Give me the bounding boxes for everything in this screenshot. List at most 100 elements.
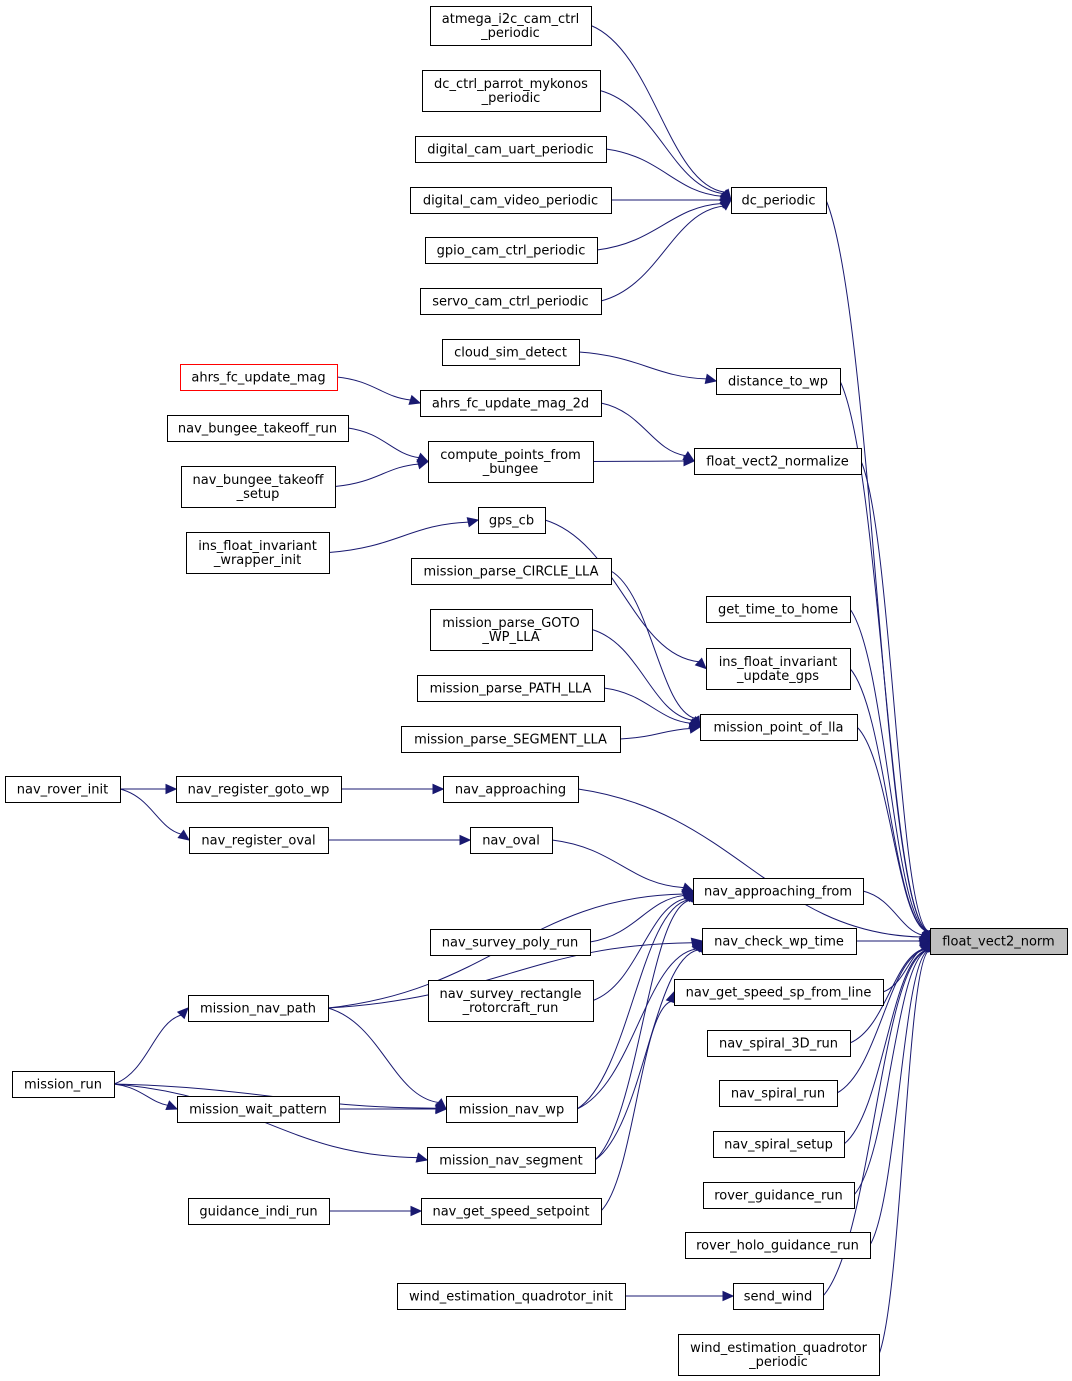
node-box bbox=[188, 995, 329, 1022]
edge-line bbox=[589, 894, 685, 943]
node-send-wind[interactable]: send_wind bbox=[733, 1283, 824, 1310]
arrowhead-icon bbox=[410, 1205, 423, 1217]
arrowhead-icon bbox=[415, 1152, 429, 1163]
node-get-time-to-home[interactable]: get_time_to_home bbox=[706, 596, 851, 623]
node-label: mission_nav_segment bbox=[439, 1154, 583, 1169]
node-label: _update_gps bbox=[736, 669, 819, 684]
edges-layer bbox=[113, 25, 934, 1355]
arrowhead-icon bbox=[408, 394, 422, 405]
node-nav-survey-poly-run[interactable]: nav_survey_poly_run bbox=[430, 929, 591, 956]
node-mission-nav-segment[interactable]: mission_nav_segment bbox=[427, 1147, 596, 1174]
node-label: float_vect2_normalize bbox=[706, 455, 848, 470]
edge-nav-bungee-run-to-compute-points bbox=[347, 427, 430, 463]
node-digital-video[interactable]: digital_cam_video_periodic bbox=[410, 187, 612, 214]
edge-line bbox=[578, 351, 707, 380]
edge-line bbox=[347, 427, 419, 459]
node-box bbox=[430, 6, 592, 46]
node-box bbox=[703, 1182, 855, 1209]
node-box bbox=[186, 532, 330, 574]
node-mission-wait-pattern[interactable]: mission_wait_pattern bbox=[177, 1096, 340, 1123]
edge-nav-approaching-to-float-vect2-norm bbox=[577, 788, 932, 942]
node-mp-path[interactable]: mission_parse_PATH_LLA bbox=[417, 675, 605, 702]
node-nav-approaching[interactable]: nav_approaching bbox=[443, 776, 579, 803]
node-wind-periodic[interactable]: wind_estimation_quadrotor_periodic bbox=[678, 1334, 880, 1376]
node-ins-wrapper[interactable]: ins_float_invariant_wrapper_init bbox=[186, 532, 330, 574]
node-nav-survey-rect[interactable]: nav_survey_rectangle_rotorcraft_run bbox=[428, 980, 594, 1022]
node-nav-bungee-setup[interactable]: nav_bungee_takeoff_setup bbox=[181, 466, 336, 508]
node-gpio-cam[interactable]: gpio_cam_ctrl_periodic bbox=[425, 237, 598, 264]
node-label: ahrs_fc_update_mag_2d bbox=[432, 397, 589, 412]
node-box bbox=[12, 1071, 115, 1098]
node-nav-spiral-run[interactable]: nav_spiral_run bbox=[719, 1080, 838, 1107]
node-nav-register-goto-wp[interactable]: nav_register_goto_wp bbox=[176, 776, 342, 803]
edge-line bbox=[822, 950, 928, 1297]
node-label: nav_register_goto_wp bbox=[188, 783, 330, 798]
node-mission-point-of-lla[interactable]: mission_point_of_lla bbox=[700, 714, 858, 741]
node-box bbox=[731, 187, 827, 214]
node-label: _WP_LLA bbox=[481, 630, 539, 645]
node-nav-bungee-run[interactable]: nav_bungee_takeoff_run bbox=[167, 415, 349, 442]
node-compute-points[interactable]: compute_points_from_bungee bbox=[428, 441, 594, 483]
node-atmega[interactable]: atmega_i2c_cam_ctrl_periodic bbox=[430, 6, 592, 46]
node-label: ins_float_invariant bbox=[198, 539, 317, 554]
node-mission-nav-wp[interactable]: mission_nav_wp bbox=[446, 1096, 578, 1123]
node-box bbox=[167, 415, 349, 442]
edge-compute-points-to-float-vect2-normalize bbox=[592, 455, 696, 467]
node-dc-ctrl[interactable]: dc_ctrl_parrot_mykonos_periodic bbox=[422, 70, 601, 112]
node-ins-update-gps[interactable]: ins_float_invariant_update_gps bbox=[706, 648, 851, 690]
node-ahrs-fc-update-mag-2d[interactable]: ahrs_fc_update_mag_2d bbox=[420, 390, 602, 417]
edge-mission-run-to-mission-nav-segment bbox=[113, 1083, 429, 1163]
node-distance-to-wp[interactable]: distance_to_wp bbox=[716, 368, 841, 395]
edge-mp-circle-to-mission-point-of-lla bbox=[610, 570, 701, 729]
node-label: nav_register_oval bbox=[201, 834, 315, 849]
node-label: nav_spiral_run bbox=[731, 1087, 825, 1102]
node-mp-goto[interactable]: mission_parse_GOTO_WP_LLA bbox=[430, 609, 593, 651]
node-cloud-sim[interactable]: cloud_sim_detect bbox=[442, 339, 580, 366]
node-nav-spiral-3d[interactable]: nav_spiral_3D_run bbox=[707, 1030, 851, 1057]
node-mp-segment[interactable]: mission_parse_SEGMENT_LLA bbox=[401, 726, 621, 753]
node-mission-run[interactable]: mission_run bbox=[12, 1071, 115, 1098]
edge-line bbox=[849, 948, 924, 1044]
node-rover-guidance-run[interactable]: rover_guidance_run bbox=[703, 1182, 855, 1209]
edge-line bbox=[577, 788, 921, 938]
arrowhead-icon bbox=[719, 199, 732, 211]
node-box bbox=[430, 929, 591, 956]
node-ahrs-fc-update-mag[interactable]: ahrs_fc_update_mag bbox=[180, 364, 338, 391]
node-nav-check-wp-time[interactable]: nav_check_wp_time bbox=[702, 928, 857, 955]
node-wind-init[interactable]: wind_estimation_quadrotor_init bbox=[397, 1283, 626, 1310]
node-nav-spiral-setup[interactable]: nav_spiral_setup bbox=[713, 1131, 845, 1158]
node-digital-uart[interactable]: digital_cam_uart_periodic bbox=[415, 136, 607, 163]
node-mission-nav-path[interactable]: mission_nav_path bbox=[188, 995, 329, 1022]
arrowhead-icon bbox=[466, 517, 480, 528]
node-box bbox=[713, 1131, 845, 1158]
node-box bbox=[181, 466, 336, 508]
node-nav-get-speed-setpoint[interactable]: nav_get_speed_setpoint bbox=[421, 1198, 602, 1225]
node-mp-circle[interactable]: mission_parse_CIRCLE_LLA bbox=[411, 558, 612, 585]
edge-line bbox=[591, 629, 693, 721]
node-box bbox=[411, 558, 612, 585]
arrowhead-icon bbox=[165, 1100, 179, 1111]
node-label: nav_bungee_takeoff_run bbox=[178, 422, 337, 437]
node-nav-rover-init[interactable]: nav_rover_init bbox=[5, 776, 121, 803]
edge-mp-segment-to-mission-point-of-lla bbox=[619, 723, 702, 740]
node-label: atmega_i2c_cam_ctrl bbox=[442, 12, 579, 27]
edge-line bbox=[594, 949, 698, 1161]
node-float-vect2-normalize[interactable]: float_vect2_normalize bbox=[694, 448, 862, 475]
node-guidance-indi-run[interactable]: guidance_indi_run bbox=[188, 1198, 330, 1225]
node-nav-approaching-from[interactable]: nav_approaching_from bbox=[693, 878, 864, 905]
node-float-vect2-norm[interactable]: float_vect2_norm bbox=[930, 928, 1068, 955]
node-dc-periodic[interactable]: dc_periodic bbox=[731, 187, 827, 214]
edge-nav-register-goto-wp-to-nav-approaching bbox=[340, 783, 445, 795]
node-servo-cam[interactable]: servo_cam_ctrl_periodic bbox=[420, 288, 602, 315]
node-nav-register-oval[interactable]: nav_register_oval bbox=[189, 827, 329, 854]
edge-line bbox=[599, 90, 724, 195]
node-label: servo_cam_ctrl_periodic bbox=[432, 295, 588, 310]
node-label: compute_points_from bbox=[440, 448, 581, 463]
node-box bbox=[420, 288, 602, 315]
node-nav-get-speed-sp-from-line[interactable]: nav_get_speed_sp_from_line bbox=[674, 979, 884, 1006]
node-gps-cb[interactable]: gps_cb bbox=[478, 507, 546, 534]
edge-line bbox=[869, 950, 929, 1246]
node-rover-holo[interactable]: rover_holo_guidance_run bbox=[685, 1232, 871, 1259]
node-nav-oval[interactable]: nav_oval bbox=[470, 827, 553, 854]
